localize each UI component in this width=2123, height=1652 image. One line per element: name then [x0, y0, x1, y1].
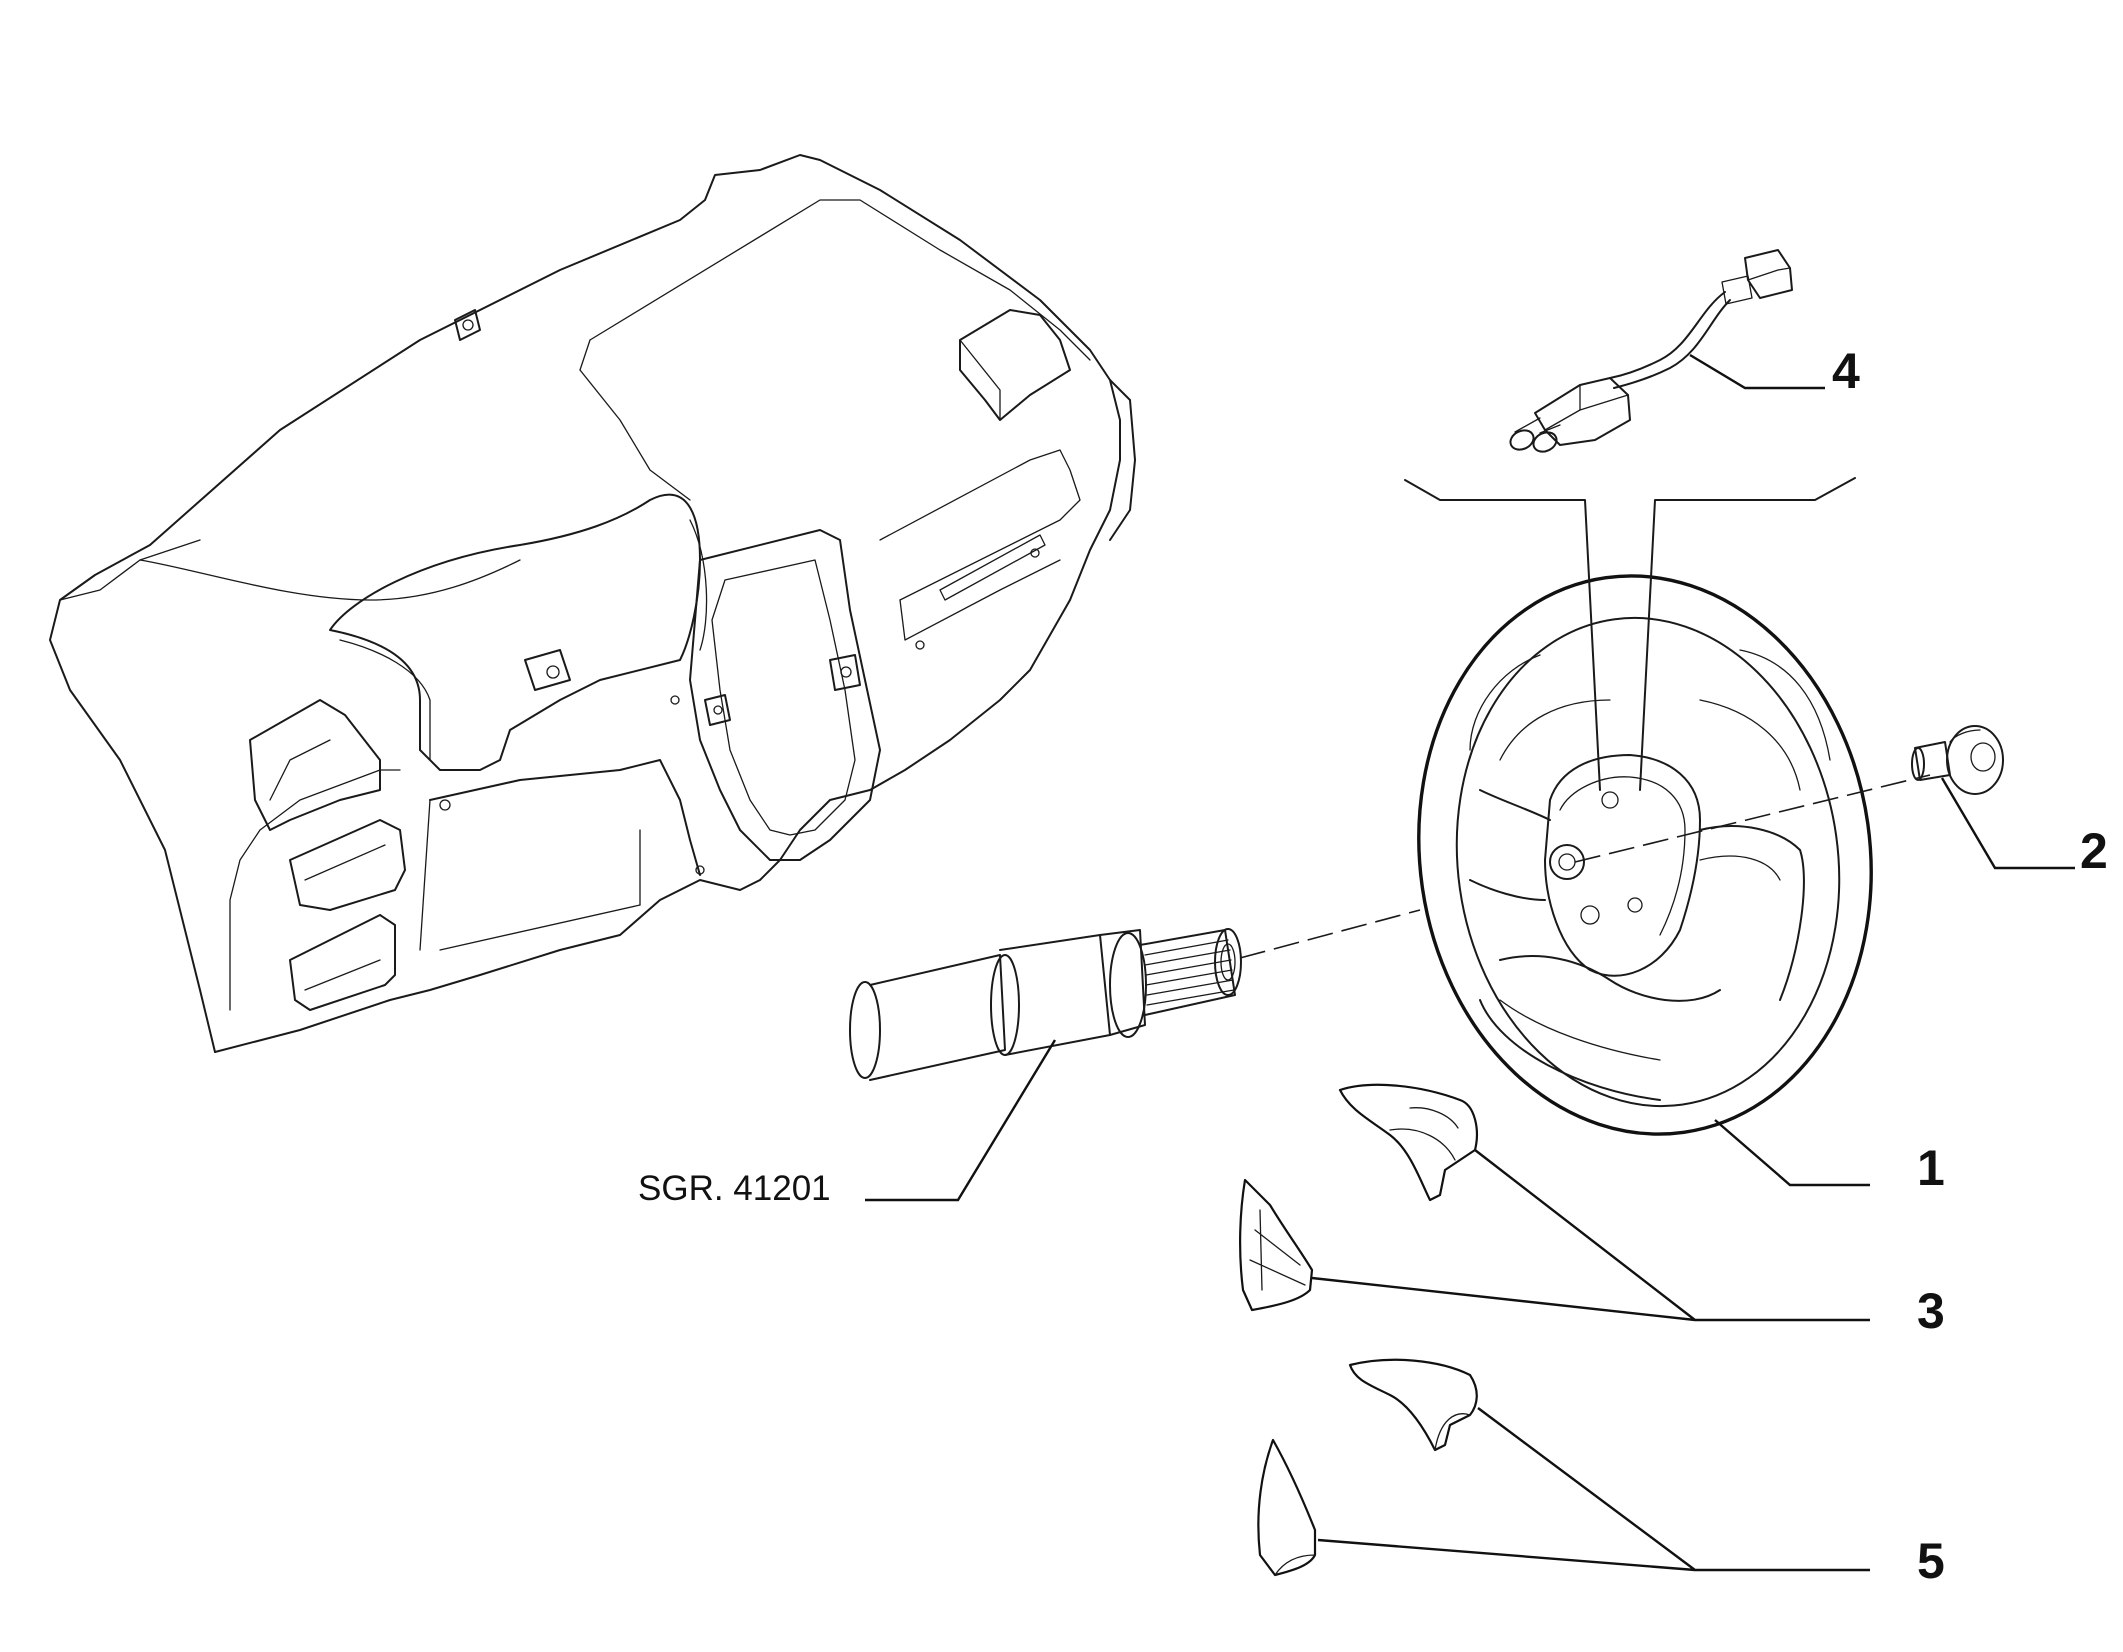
- callout-3-label: 3: [1917, 1283, 1945, 1339]
- steering-wheel: [1417, 574, 1873, 1136]
- callout-1-label: 1: [1917, 1140, 1945, 1196]
- dashboard-assembly: [49, 154, 1136, 1053]
- callout-2-label: 2: [2080, 823, 2108, 879]
- reference-label: SGR. 41201: [638, 1169, 831, 1208]
- leader-sgr: [865, 1039, 1057, 1202]
- blanking-covers-5: [1257, 1358, 1478, 1577]
- leader-5: [1317, 1407, 1870, 1572]
- callout-5-label: 5: [1917, 1533, 1945, 1589]
- leader-1: [1714, 1119, 1870, 1187]
- assembly-axis-bolt: [1574, 774, 1931, 863]
- connector-bracket-lines: [1404, 477, 1856, 791]
- leader-4: [1689, 353, 1825, 390]
- leader-2: [1940, 777, 2075, 870]
- wiring-connector: [1509, 249, 1793, 453]
- bolt: [1911, 725, 2004, 795]
- steering-column: [849, 928, 1242, 1081]
- callout-4-label: 4: [1832, 343, 1860, 399]
- switch-covers-3: [1239, 1083, 1478, 1312]
- assembly-axis-column: [1239, 909, 1421, 959]
- leader-3: [1311, 1149, 1870, 1322]
